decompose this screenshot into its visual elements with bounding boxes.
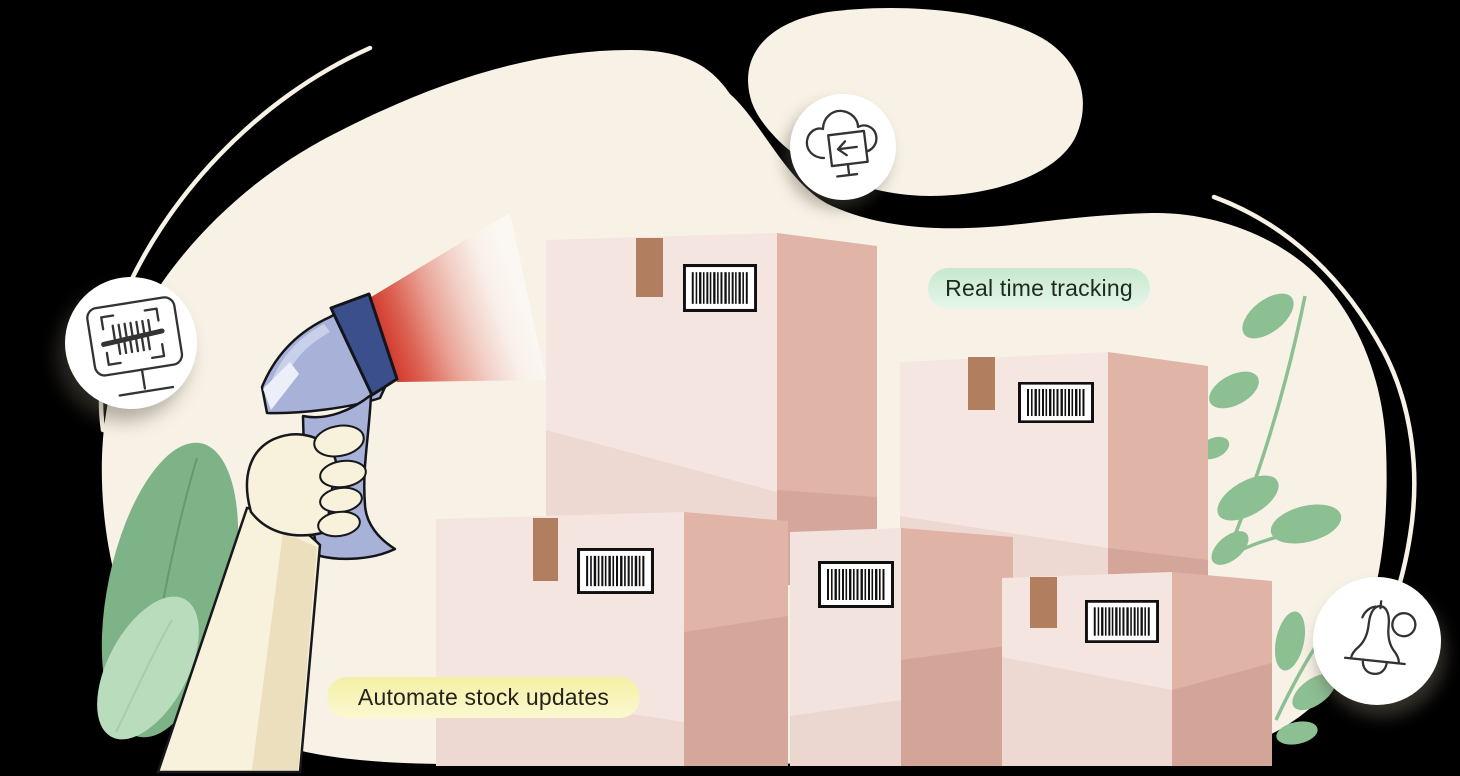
right-plant-upper: [1198, 293, 1342, 565]
barcode-label: [577, 548, 654, 594]
finger: [313, 424, 365, 458]
barcode-label: [1018, 382, 1094, 423]
cloud-sync-glyph: [805, 109, 878, 178]
packing-tape: [1030, 577, 1057, 628]
scanner-laser-beam: [358, 213, 546, 382]
cardboard-box-bottom-right: [1002, 572, 1272, 766]
barcode-label: [683, 264, 757, 312]
finger: [317, 510, 361, 538]
scanner-head: [329, 292, 399, 397]
real-time-tracking-badge: Real time tracking: [928, 268, 1150, 309]
packing-tape: [968, 357, 995, 410]
real-time-tracking-label: Real time tracking: [945, 275, 1133, 301]
packing-tape: [533, 518, 558, 581]
barcode-scan-monitor-glyph: [86, 296, 184, 397]
hand: [245, 424, 367, 538]
barcode-scan-monitor-icon: [65, 277, 197, 409]
scanner-nose-highlight: [263, 362, 299, 410]
automate-stock-updates-label: Automate stock updates: [357, 684, 610, 710]
outline-arc-right: [1211, 194, 1417, 637]
packing-tape: [636, 238, 663, 297]
cloud-sync-to-computer-icon: [790, 94, 896, 200]
barcode-label: [818, 561, 894, 608]
barcode-label: [1085, 600, 1159, 643]
arm-shadow: [252, 532, 317, 770]
automate-stock-updates-badge: Automate stock updates: [327, 677, 640, 718]
notification-bell-icon: [1313, 577, 1441, 705]
cardboard-box-bottom-middle: [790, 528, 1013, 766]
cardboard-box-bottom-left: [436, 512, 788, 766]
notification-bell-glyph: [1343, 600, 1417, 676]
